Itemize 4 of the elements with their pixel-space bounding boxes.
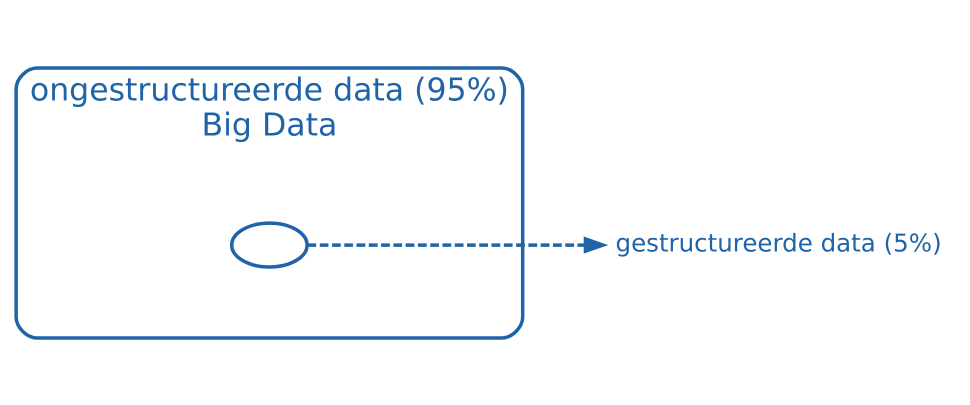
arrow — [308, 236, 608, 254]
node-ellipse — [230, 220, 309, 268]
node-text: gestructureerde data (5%) — [616, 228, 942, 258]
cluster: ongestructureerde data (95%) Big Data — [14, 66, 524, 340]
